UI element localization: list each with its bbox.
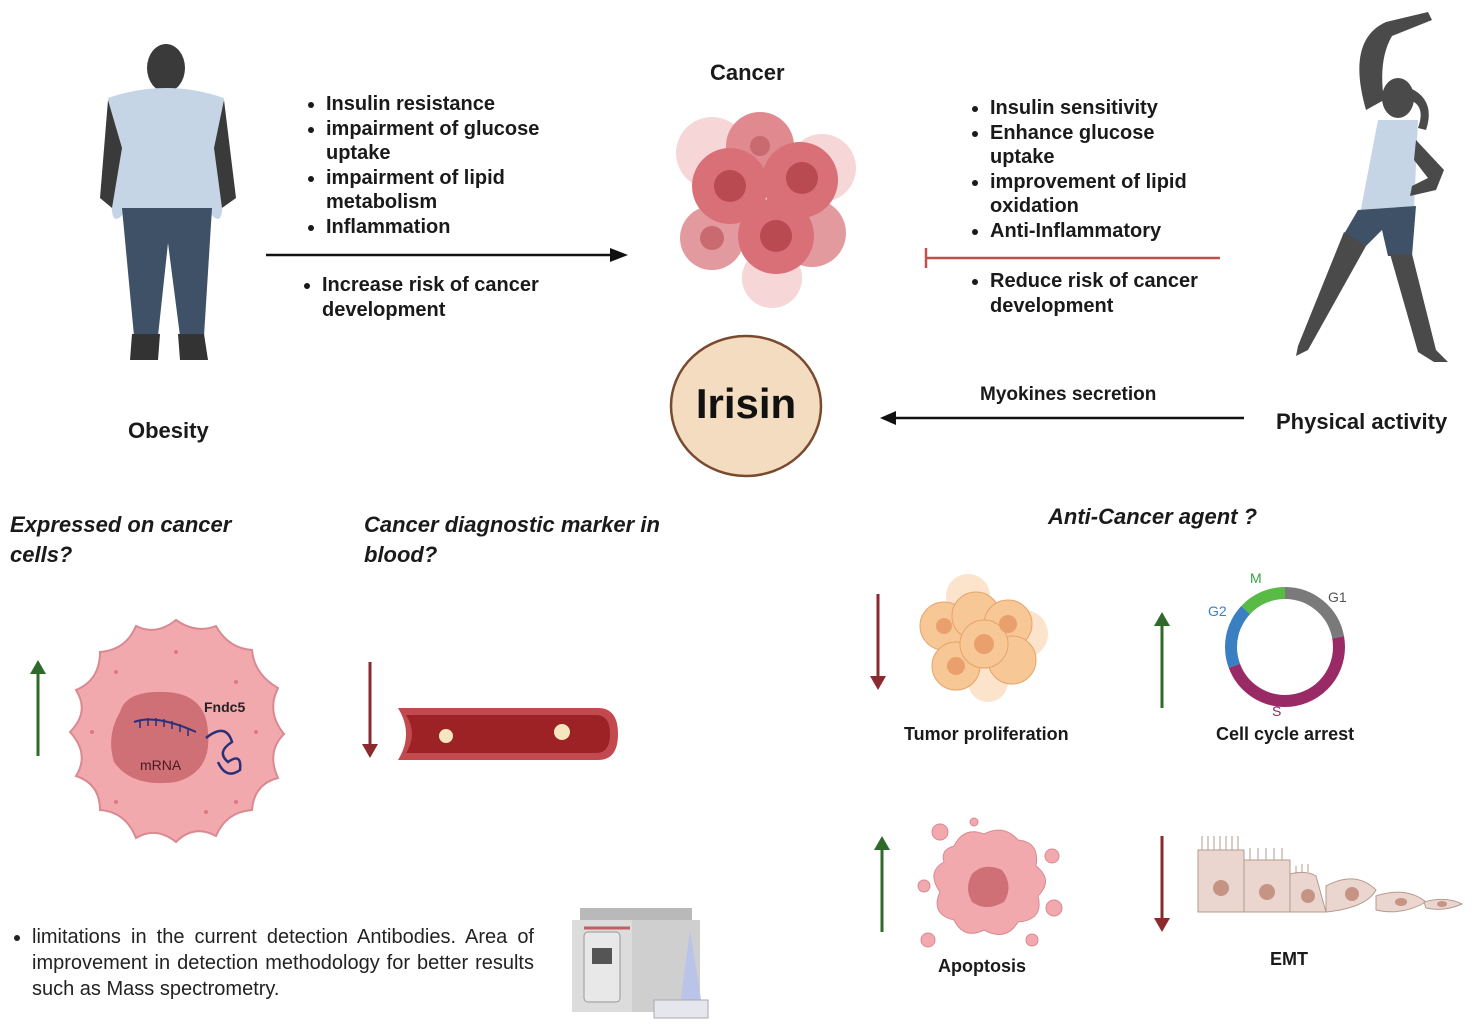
expressed-question: Expressed on cancer cells? [10, 512, 232, 567]
detection-note: limitations in the current detection Ant… [8, 924, 534, 1002]
emt-label: EMT [1270, 949, 1308, 969]
tumor-proliferation-label: Tumor proliferation [904, 724, 1069, 744]
down-arrow-icon [362, 662, 378, 758]
obesity-outcome-list: Increase risk of cancer development [300, 273, 582, 322]
activity-effects-list: Insulin sensitivity Enhance glucose upta… [968, 96, 1210, 243]
apoptosis-label: Apoptosis [938, 956, 1026, 976]
mrna-label: mRNA [140, 757, 182, 773]
myokines-arrow [880, 411, 1244, 425]
phase-s-label: S [1272, 703, 1282, 719]
mass-spectrometer-icon [572, 908, 709, 1019]
myokines-label: Myokines secretion [980, 384, 1157, 405]
activity-outcome-item: Reduce risk of cancer development [990, 269, 1230, 318]
anti-cancer-title: Anti-Cancer agent ? [1048, 504, 1258, 529]
down-arrow-icon [870, 594, 886, 690]
irisin-label: Irisin [695, 380, 797, 427]
detection-note-item: limitations in the current detection Ant… [32, 924, 534, 1002]
inhibition-line [924, 248, 1220, 268]
physical-activity-label: Physical activity [1276, 409, 1448, 434]
activity-effect-item: Insulin sensitivity [990, 96, 1210, 121]
exercising-woman-icon [1296, 12, 1448, 362]
activity-effect-item: improvement of lipid oxidation [990, 170, 1210, 219]
phase-g2-label: G2 [1208, 603, 1227, 619]
cancer-label: Cancer [710, 60, 785, 85]
blood-vessel-icon [398, 708, 618, 760]
cancer-cells-icon [676, 112, 856, 308]
obesity-to-cancer-arrow [266, 248, 628, 262]
obesity-effect-item: impairment of lipid metabolism [326, 166, 566, 215]
apoptotic-cell-icon [917, 817, 1063, 948]
up-arrow-icon [30, 660, 46, 756]
diagnostic-question: Cancer diagnostic marker in blood? [364, 512, 660, 567]
down-arrow-icon [1154, 836, 1170, 932]
obesity-effects-list: Insulin resistance impairment of glucose… [304, 92, 566, 239]
tumor-cells-icon [919, 574, 1048, 702]
activity-effect-item: Anti-Inflammatory [990, 219, 1210, 244]
obesity-effect-item: Insulin resistance [326, 92, 566, 117]
obesity-effect-item: impairment of glucose uptake [326, 117, 566, 166]
emt-cells-icon [1197, 836, 1464, 913]
activity-effect-item: Enhance glucose uptake [990, 121, 1210, 170]
obesity-outcome-item: Increase risk of cancer development [322, 273, 582, 322]
up-arrow-icon [874, 836, 890, 932]
phase-g1-label: G1 [1328, 589, 1347, 605]
obesity-effect-item: Inflammation [326, 215, 566, 240]
obese-person-icon [100, 44, 236, 360]
fndc5-label: Fndc5 [204, 699, 246, 715]
cell-cycle-ring-icon [1225, 587, 1345, 707]
up-arrow-icon [1154, 612, 1170, 708]
cancer-cell-icon [68, 618, 286, 844]
activity-outcome-list: Reduce risk of cancer development [968, 269, 1230, 318]
obesity-label: Obesity [128, 418, 209, 443]
irisin-circle [669, 334, 823, 478]
cell-cycle-arrest-label: Cell cycle arrest [1216, 724, 1355, 744]
phase-m-label: M [1250, 570, 1262, 586]
